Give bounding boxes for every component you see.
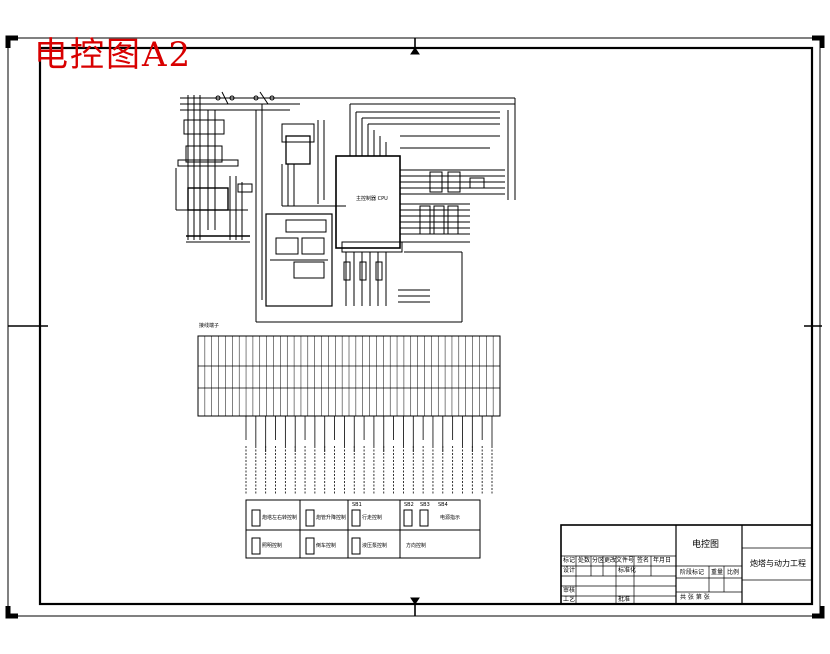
- legend-item: 照明控制: [262, 543, 283, 549]
- legend-header: SB2: [404, 502, 414, 508]
- scale-label: 比例: [727, 569, 740, 576]
- legend-item: 炮塔左右转控制: [262, 515, 298, 521]
- design-label: 设计: [563, 567, 576, 574]
- title-block-grid: [560, 524, 813, 605]
- sheet-title: 电控图A2: [34, 35, 193, 75]
- legend-item: 行走控制: [362, 515, 383, 521]
- stage-label: 阶段标记: [680, 569, 705, 576]
- tb-row-label: 标记: [563, 557, 576, 564]
- process-label: 工艺: [563, 596, 576, 603]
- legend-item: 炮管升降控制: [316, 515, 347, 521]
- drawing-name: 电控图: [692, 540, 720, 550]
- approve-label: 批准: [618, 596, 631, 603]
- sheet-info: 共 张 第 张: [680, 594, 710, 601]
- terminal-strip: [197, 335, 501, 494]
- sheet-frame: [5, 35, 825, 619]
- legend-header: SB1: [352, 502, 362, 508]
- legend-header: SB3: [420, 502, 430, 508]
- tb-row-label: 分区: [592, 557, 605, 564]
- tb-row-label: 年月日: [653, 557, 672, 564]
- tb-row-label: 更改文件号: [604, 557, 635, 564]
- review-label: 审核: [563, 587, 576, 594]
- terminal-strip-label: 接线端子: [199, 323, 220, 329]
- legend-table: [245, 499, 481, 559]
- standardize-label: 标准化: [618, 567, 637, 574]
- project-name: 炮塔与动力工程: [750, 559, 806, 568]
- legend-item: 方向控制: [406, 543, 427, 549]
- tb-row-label: 处数: [578, 557, 591, 564]
- legend-item: 电源指示: [440, 515, 461, 521]
- legend-item: 液压泵控制: [362, 543, 388, 549]
- legend-item: 倒车控制: [316, 543, 337, 549]
- tb-row-label: 签名: [637, 557, 650, 564]
- control-schematic: [175, 91, 516, 323]
- weight-label: 重量: [711, 569, 724, 576]
- legend-header: SB4: [438, 502, 448, 508]
- panel-label: 主控制器 CPU: [356, 196, 388, 202]
